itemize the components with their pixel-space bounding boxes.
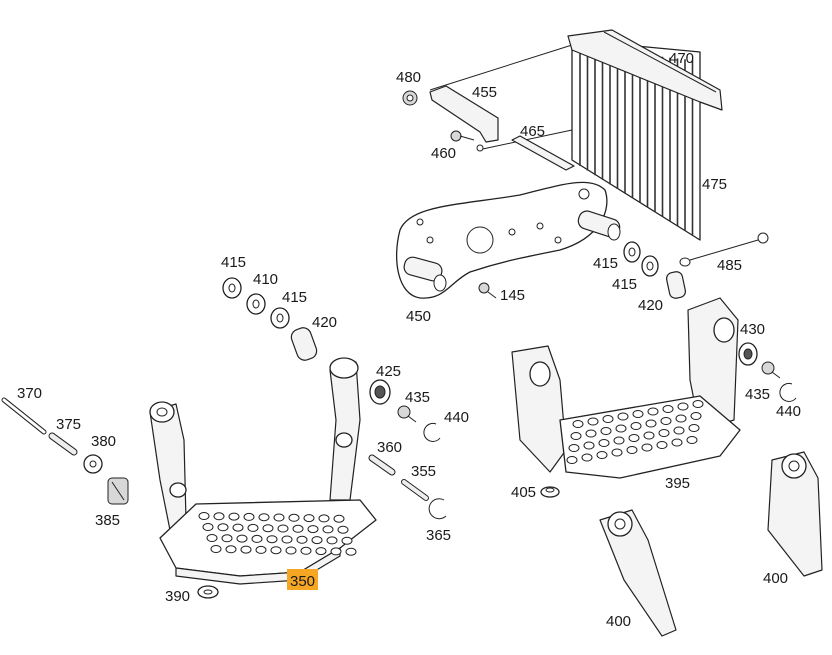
rod-370 <box>1 397 47 435</box>
callout-415: 415 <box>612 276 637 293</box>
callout-390: 390 <box>165 588 190 605</box>
pin-360 <box>368 454 396 476</box>
washer-380 <box>83 454 103 474</box>
bolt-435-left <box>397 405 417 423</box>
grommet-405 <box>540 486 560 498</box>
clamp-385 <box>107 477 129 505</box>
bracket-455 <box>429 85 499 143</box>
callout-380: 380 <box>91 433 116 450</box>
callout-475: 475 <box>702 176 727 193</box>
right-step-holes <box>566 400 704 464</box>
callout-470: 470 <box>669 50 694 67</box>
flap-bracket-470 <box>567 29 723 111</box>
highlight-350 <box>287 569 318 590</box>
callout-405: 405 <box>511 484 536 501</box>
pin-375 <box>48 432 78 456</box>
pin-355 <box>401 479 429 501</box>
callout-465: 465 <box>520 123 545 140</box>
cable-485 <box>679 232 769 267</box>
bracket-400-center <box>599 509 677 637</box>
callout-365: 365 <box>426 527 451 544</box>
callout-395: 395 <box>665 475 690 492</box>
strip-465 <box>511 135 575 171</box>
callout-370: 370 <box>17 385 42 402</box>
bushing-430 <box>738 342 758 366</box>
callout-450: 450 <box>406 308 431 325</box>
callout-425: 425 <box>376 363 401 380</box>
callout-410: 410 <box>253 271 278 288</box>
callout-415: 415 <box>593 255 618 272</box>
callout-440: 440 <box>444 409 469 426</box>
clip-440-left <box>423 422 441 442</box>
bolt-145 <box>478 282 497 299</box>
callout-460: 460 <box>431 145 456 162</box>
callout-420: 420 <box>312 314 337 331</box>
left-step-holes <box>198 512 357 556</box>
clip-440-right <box>779 382 797 402</box>
right-bushing-set <box>623 241 687 299</box>
callout-415: 415 <box>282 289 307 306</box>
mounting-plate-450 <box>395 181 621 299</box>
mud-flap-assembly <box>402 29 723 241</box>
callout-435: 435 <box>405 389 430 406</box>
callout-455: 455 <box>472 84 497 101</box>
right-step-395 <box>511 297 741 479</box>
left-step-350 <box>149 357 377 585</box>
callout-360: 360 <box>377 439 402 456</box>
callout-145: 145 <box>500 287 525 304</box>
callout-415: 415 <box>221 254 246 271</box>
callout-375: 375 <box>56 416 81 433</box>
bolt-435-right <box>761 361 781 379</box>
bolt-460 <box>450 130 462 142</box>
washer-390 <box>197 585 219 599</box>
callout-420: 420 <box>638 297 663 314</box>
callout-400: 400 <box>763 570 788 587</box>
left-bushing-set <box>222 277 318 361</box>
mud-flap-475 <box>571 39 701 241</box>
callout-430: 430 <box>740 321 765 338</box>
callout-435: 435 <box>745 386 770 403</box>
callout-350: 350 <box>290 573 315 590</box>
callout-385: 385 <box>95 512 120 529</box>
bushing-425 <box>369 379 391 405</box>
callout-400: 400 <box>606 613 631 630</box>
callout-440: 440 <box>776 403 801 420</box>
bracket-400-right <box>767 451 823 577</box>
callout-355: 355 <box>411 463 436 480</box>
clip-365 <box>428 498 447 520</box>
callout-485: 485 <box>717 257 742 274</box>
callout-480: 480 <box>396 69 421 86</box>
